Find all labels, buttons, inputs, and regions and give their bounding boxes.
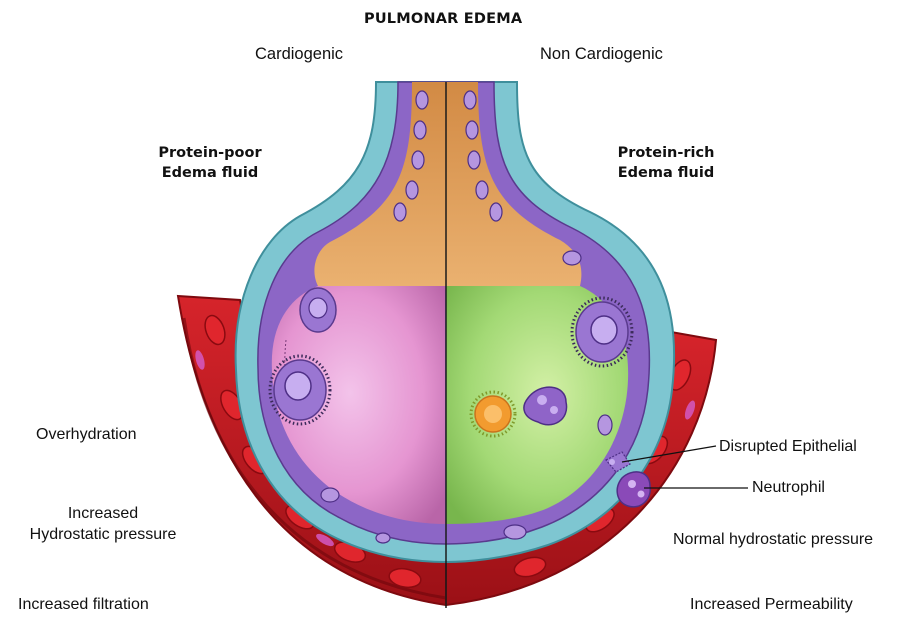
protein-rich-label: Protein-rich Edema fluid [606, 143, 726, 183]
diagram-title: PULMONAR EDEMA [364, 9, 522, 30]
increased-permeability-label: Increased Permeability [690, 594, 853, 615]
neutrophil [617, 472, 650, 507]
protein-poor-line1: Protein-poor [150, 143, 270, 163]
disrupted-epithelial-label: Disrupted Epithelial [719, 436, 857, 457]
normal-hydrostatic-label: Normal hydrostatic pressure [673, 529, 873, 550]
hydrostatic-line2: Hydrostatic pressure [8, 524, 198, 545]
left-upper-cell [300, 288, 336, 332]
hydrostatic-line1: Increased [8, 503, 198, 524]
overhydration-label: Overhydration [36, 424, 137, 445]
protein-rich-line1: Protein-rich [606, 143, 726, 163]
neutrophil-label: Neutrophil [752, 477, 825, 498]
increased-filtration-label: Increased filtration [18, 594, 149, 615]
cardiogenic-heading: Cardiogenic [255, 44, 343, 65]
protein-poor-label: Protein-poor Edema fluid [150, 143, 270, 183]
non-cardiogenic-heading: Non Cardiogenic [540, 44, 663, 65]
protein-poor-line2: Edema fluid [150, 163, 270, 183]
protein-rich-line2: Edema fluid [606, 163, 726, 183]
hydrostatic-pressure-label: Increased Hydrostatic pressure [8, 503, 198, 545]
